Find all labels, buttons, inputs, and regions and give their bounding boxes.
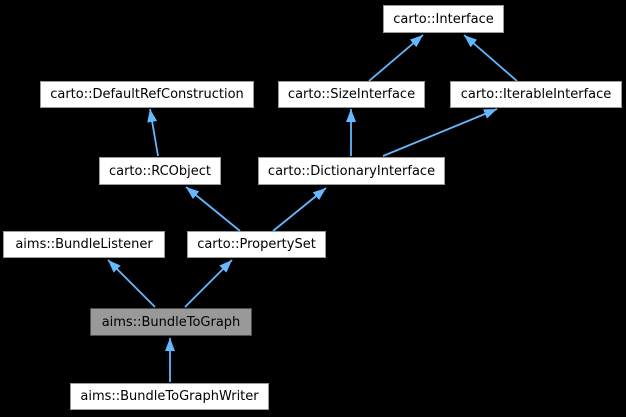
class-node-carto-dictionaryinterface[interactable]: carto::DictionaryInterface bbox=[258, 157, 445, 185]
inheritance-arrow-bundletograph-to-propertyset bbox=[184, 259, 233, 308]
class-node-carto-propertyset[interactable]: carto::PropertySet bbox=[187, 231, 326, 258]
class-node-carto-rcobject[interactable]: carto::RCObject bbox=[99, 157, 221, 185]
inheritance-arrow-dictionary-to-iterableinterface bbox=[382, 108, 498, 157]
inheritance-arrow-rcobject-to-defaultrefconstruction bbox=[147, 108, 159, 157]
inheritance-arrow-propertyset-to-rcobject bbox=[185, 186, 241, 232]
class-node-aims-bundlelistener[interactable]: aims::BundleListener bbox=[3, 231, 165, 258]
class-node-carto-iterableinterface[interactable]: carto::IterableInterface bbox=[450, 81, 622, 108]
class-node-aims-bundletograph-current: aims::BundleToGraph bbox=[90, 308, 252, 336]
class-node-carto-defaultrefconstruction[interactable]: carto::DefaultRefConstruction bbox=[40, 81, 254, 108]
inheritance-arrow-propertyset-to-dictionary bbox=[272, 187, 327, 232]
inheritance-arrow-sizeinterface-to-interface bbox=[368, 34, 424, 82]
inheritance-arrow-iterableinterface-to-interface bbox=[463, 34, 518, 82]
class-node-aims-bundletographwriter[interactable]: aims::BundleToGraphWriter bbox=[70, 383, 269, 410]
inheritance-arrow-bundletograph-to-bundlelistener bbox=[107, 259, 156, 308]
class-node-carto-interface[interactable]: carto::Interface bbox=[383, 5, 504, 33]
class-node-carto-sizeinterface[interactable]: carto::SizeInterface bbox=[278, 81, 425, 108]
